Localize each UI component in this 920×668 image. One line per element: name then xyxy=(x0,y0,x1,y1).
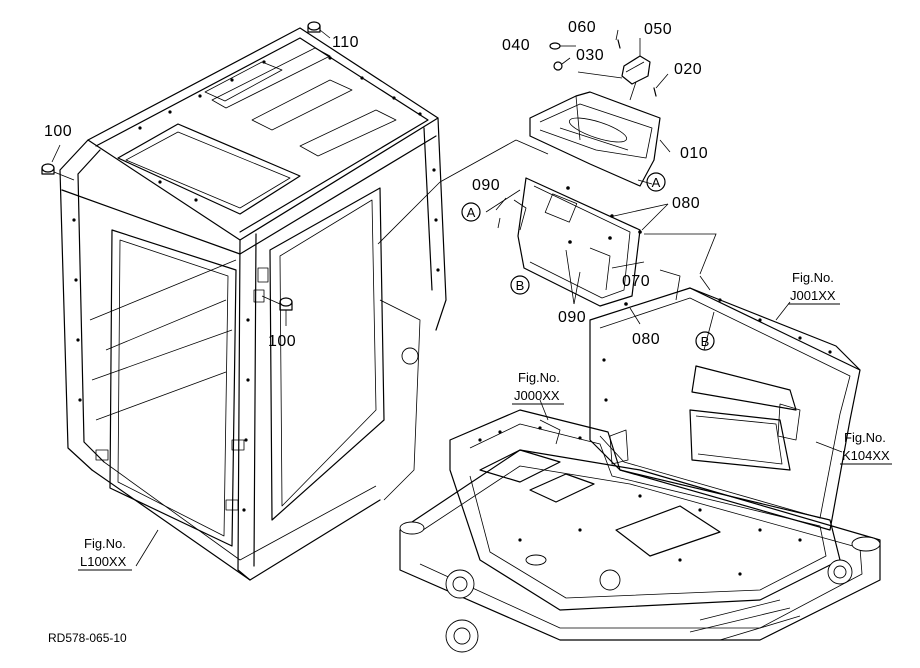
figref-j001: Fig.No. J001XX xyxy=(788,270,840,305)
figref-j001-code: J001XX xyxy=(790,288,836,303)
cap-050 xyxy=(621,55,651,85)
figref-l100-label: Fig.No. xyxy=(84,536,126,551)
figref-k104: Fig.No. K104XX xyxy=(840,430,892,465)
callout-100-left: 100 xyxy=(44,123,72,140)
cover-010 xyxy=(529,91,661,187)
callout-010: 010 xyxy=(680,145,708,162)
marker-b-left-label: B xyxy=(516,278,525,293)
callout-040: 040 xyxy=(502,37,530,54)
callout-100-mid: 100 xyxy=(268,333,296,350)
base-rivets xyxy=(478,298,832,576)
plate-assembly xyxy=(513,177,642,307)
figref-k104-code: K104XX xyxy=(842,448,890,463)
marker-a-right: A xyxy=(646,172,666,192)
marker-b-left: B xyxy=(510,275,530,295)
cab-rivets xyxy=(72,56,440,512)
callout-060: 060 xyxy=(568,19,596,36)
bolt-110 xyxy=(307,21,331,39)
marker-a-left-label: A xyxy=(467,205,476,220)
callout-070: 070 xyxy=(622,273,650,290)
callout-110: 110 xyxy=(332,34,359,51)
cab-frame xyxy=(59,27,447,581)
leader-lines xyxy=(377,29,717,351)
figref-j000-code: J000XX xyxy=(514,388,560,403)
figref-j001-label: Fig.No. xyxy=(792,270,834,285)
marker-b-right: B xyxy=(695,331,715,351)
figref-j000: Fig.No. J000XX xyxy=(512,370,564,405)
figref-l100-code: L100XX xyxy=(80,554,127,569)
figref-leaders xyxy=(135,301,843,567)
callout-020: 020 xyxy=(674,61,702,78)
callout-080-top: 080 xyxy=(672,195,700,212)
marker-a-left: A xyxy=(461,202,481,222)
figref-k104-label: Fig.No. xyxy=(844,430,886,445)
callout-080-bottom: 080 xyxy=(632,331,660,348)
marker-b-right-label: B xyxy=(701,334,710,349)
bolt-100-left xyxy=(41,144,75,181)
callout-090-bottom: 090 xyxy=(558,309,586,326)
callout-030: 030 xyxy=(576,47,604,64)
marker-a-right-label: A xyxy=(652,175,661,190)
callout-090-top: 090 xyxy=(472,177,500,194)
callout-labels: 110 100 100 060 050 040 030 020 010 090 … xyxy=(44,19,708,350)
drawing-code: RD578-065-10 xyxy=(48,631,127,645)
bolt-100-mid xyxy=(261,295,293,326)
callout-050: 050 xyxy=(644,21,672,38)
figref-j000-label: Fig.No. xyxy=(518,370,560,385)
figref-l100: Fig.No. L100XX xyxy=(78,536,132,571)
base-frame xyxy=(399,269,881,653)
